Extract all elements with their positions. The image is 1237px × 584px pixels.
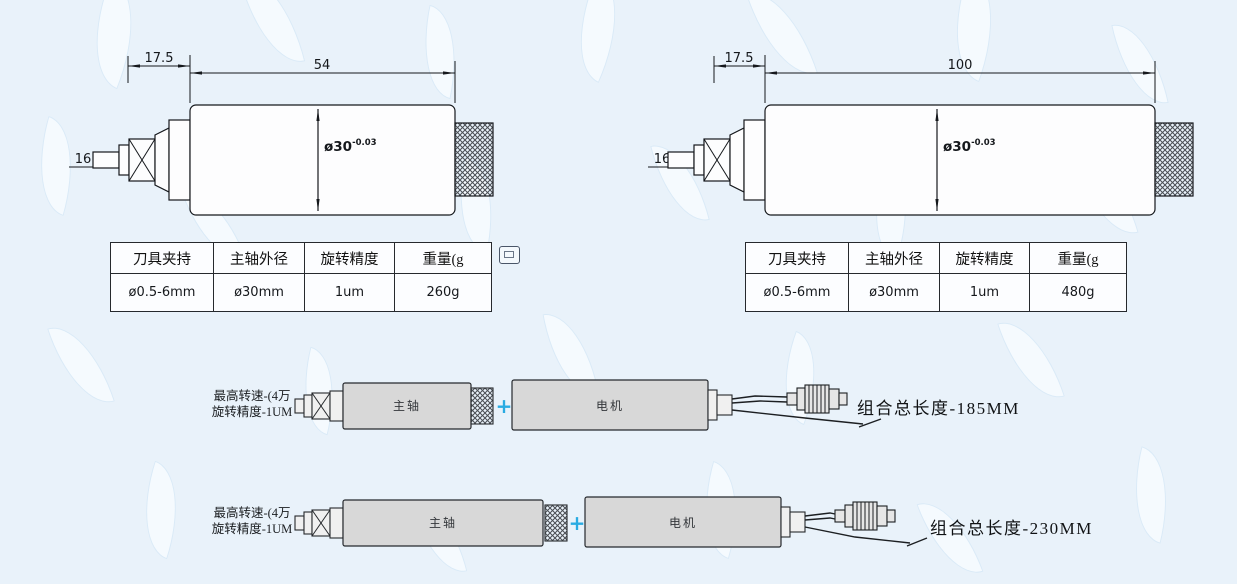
embedded-object-icon — [499, 246, 520, 264]
spindle-block-label: 主轴 — [429, 515, 457, 530]
spec-accuracy-label: 旋转精度-1UM — [212, 404, 293, 419]
spec-table-right: 刀具夹持 主轴外径 旋转精度 重量(g ø0.5-6mm ø30mm 1um 4… — [745, 242, 1127, 312]
motor-block-label: 电机 — [669, 516, 697, 530]
col-header-clamp: 刀具夹持 — [110, 242, 214, 274]
spec-speed-label: 最高转速-(4万 — [213, 505, 290, 520]
cell-accuracy: 1um — [939, 273, 1030, 312]
assembly-diagram-185: 最高转速-(4万 旋转精度-1UM 主轴 + 电机 — [212, 379, 1020, 431]
col-header-diameter: 主轴外径 — [848, 242, 940, 274]
spindle-block — [342, 499, 544, 547]
cell-clamp: ø0.5-6mm — [745, 273, 849, 312]
col-header-clamp: 刀具夹持 — [745, 242, 849, 274]
cable-line — [804, 517, 836, 521]
connector-plug-icon — [786, 384, 848, 414]
cable-line — [804, 512, 836, 517]
cable-line — [731, 409, 864, 425]
cable-line — [731, 395, 788, 400]
embedded-object-inner-icon — [504, 251, 514, 258]
spec-table-left: 刀具夹持 主轴外径 旋转精度 重量(g ø0.5-6mm ø30mm 1um 2… — [110, 242, 492, 312]
cell-accuracy: 1um — [304, 273, 395, 312]
cell-clamp: ø0.5-6mm — [110, 273, 214, 312]
spindle-drawing-short: 17.5 54 16 ø30-0.03 — [69, 51, 494, 216]
spindle-drawing-long: 17.5 100 16 ø30-0.03 — [648, 51, 1194, 216]
thread-section — [470, 387, 494, 425]
dim-nose-label: 17.5 — [725, 51, 754, 66]
total-length-label: 组合总长度-185MM — [857, 399, 1020, 418]
dim-body-label: 54 — [314, 58, 331, 73]
plus-sign: + — [496, 394, 513, 418]
dim-shaft-label: 16 — [654, 152, 671, 167]
spindle-block-label: 主轴 — [393, 398, 421, 413]
col-header-diameter: 主轴外径 — [213, 242, 305, 274]
spec-accuracy-label: 旋转精度-1UM — [212, 521, 293, 536]
plus-sign: + — [569, 511, 586, 535]
thread-section — [454, 122, 494, 197]
motor-endcap-outline — [707, 389, 733, 421]
cell-diameter: ø30mm — [848, 273, 940, 312]
dim-nose-label: 17.5 — [145, 51, 174, 66]
thread-section — [544, 504, 568, 542]
spec-speed-label: 最高转速-(4万 — [213, 388, 290, 403]
collet-outline — [294, 507, 344, 539]
total-length-label: 组合总长度-230MM — [930, 519, 1093, 538]
dim-shaft-label: 16 — [75, 152, 92, 167]
col-header-accuracy: 旋转精度 — [304, 242, 395, 274]
motor-block-label: 电机 — [596, 399, 624, 413]
col-header-weight: 重量(g — [1029, 242, 1127, 274]
col-header-weight: 重量(g — [394, 242, 492, 274]
cable-end — [906, 537, 928, 547]
cell-weight: 260g — [394, 273, 492, 312]
spindle-outline — [92, 104, 494, 216]
dim-body-label: 100 — [948, 58, 973, 73]
thread-section — [1154, 122, 1194, 197]
cable-line — [731, 400, 788, 404]
cell-diameter: ø30mm — [213, 273, 305, 312]
assembly-diagram-230: 最高转速-(4万 旋转精度-1UM 主轴 + 电机 — [212, 496, 1093, 548]
motor-endcap-outline — [780, 506, 806, 538]
cable-end — [858, 418, 882, 428]
col-header-accuracy: 旋转精度 — [939, 242, 1030, 274]
diameter-label: ø30-0.03 — [943, 138, 996, 155]
cable-line — [804, 526, 911, 544]
connector-plug-icon — [834, 501, 896, 531]
cell-weight: 480g — [1029, 273, 1127, 312]
collet-outline — [294, 390, 344, 422]
dimension-lines — [69, 55, 456, 168]
spindle-outline — [667, 104, 1194, 216]
diameter-label: ø30-0.03 — [324, 138, 377, 155]
